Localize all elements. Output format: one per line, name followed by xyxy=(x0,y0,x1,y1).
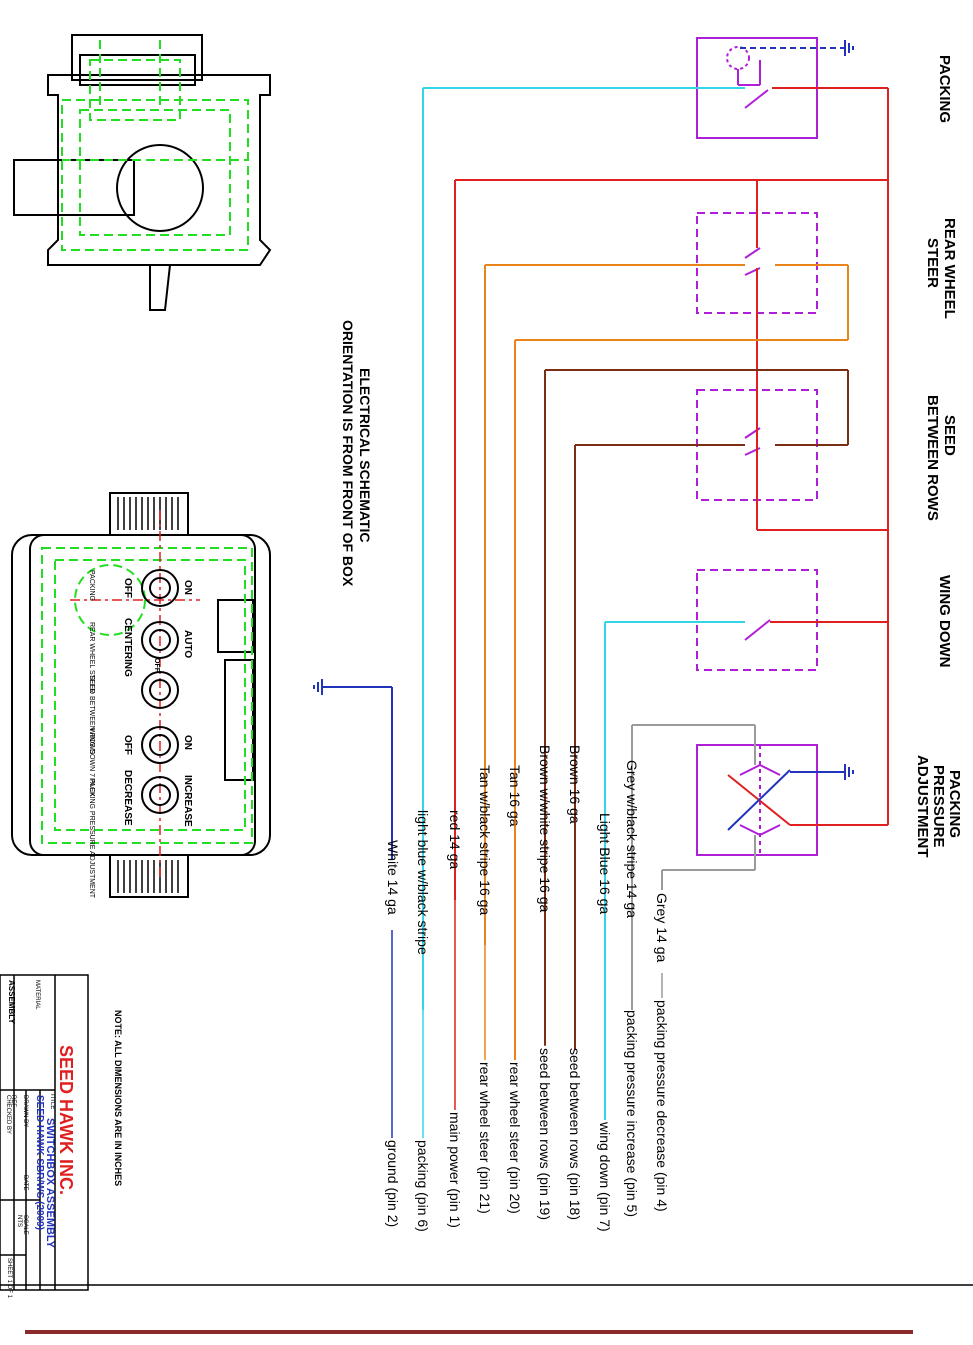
face-bottom-4: PACKING PRESSURE ADJUSTMENT xyxy=(88,778,95,899)
wire-label-6: Tan w/black stripe 16 ga xyxy=(477,765,493,915)
wire-label-8: light blue w/black stripe xyxy=(415,810,431,955)
face-bottom-3: WING DOWN 7 PLEX xyxy=(88,728,95,797)
ref-label: REF xyxy=(10,1095,16,1107)
switch-pressure xyxy=(696,744,818,856)
toggle-packing xyxy=(141,569,179,607)
front-view xyxy=(11,492,271,898)
ground-symbol-left xyxy=(313,679,392,695)
wire-pin-8: packing (pin 6) xyxy=(415,1140,431,1232)
switch-wing-down xyxy=(696,569,818,671)
title-block-text: SEED HAWK INC. TITLE SWITCHBOX ASSEMBLY … xyxy=(5,980,76,1299)
assembly-label: ASSEMBLY xyxy=(7,980,16,1024)
wire-grey xyxy=(631,724,756,1010)
face-top-2: ON xyxy=(182,735,193,750)
wire-pin-7: main power (pin 1) xyxy=(447,1112,463,1228)
title-pressure-1: PACKING xyxy=(946,770,963,838)
label-lead-lines xyxy=(391,820,663,1138)
wire-pin-0: packing pressure decrease (pin 4) xyxy=(654,1000,670,1212)
face-mid-0: OFF xyxy=(122,578,133,598)
company-name: SEED HAWK INC. xyxy=(56,1045,76,1195)
front-view-labels: ON AUTO ON INCREASE OFF CENTERING OFF DE… xyxy=(122,578,193,827)
wire-label-2: Light Blue 16 ga xyxy=(597,813,613,914)
wire-pin-2: wing down (pin 7) xyxy=(597,1121,613,1232)
toggle-pressure xyxy=(141,776,179,814)
wire-pin-5: rear wheel steer (pin 20) xyxy=(507,1062,523,1214)
face-bottom-0: PACKING xyxy=(88,570,95,601)
scale-value: NTS xyxy=(16,1215,22,1227)
front-view-knurl-bottom xyxy=(117,860,179,893)
front-view-bottom-labels: PACKING REAR WHEEL STEER SEED BETWEEN RO… xyxy=(88,570,95,899)
wire-labels: Grey 14 ga packing pressure decrease (pi… xyxy=(385,745,670,1232)
schematic-note-line-2: ORIENTATION IS FROM FRONT OF BOX xyxy=(340,320,356,587)
wire-pin-4: seed between rows (pin 19) xyxy=(537,1048,553,1220)
toggle-rear-wheel xyxy=(141,621,179,659)
toggle-seed xyxy=(141,671,179,709)
drawn-by: DRAWN BY xyxy=(22,1095,28,1127)
wire-pin-3: seed between rows (pin 18) xyxy=(567,1048,583,1220)
wire-label-0: Grey 14 ga xyxy=(654,893,670,962)
face-small-off: OFF xyxy=(153,658,160,673)
date-label: DATE xyxy=(22,1175,28,1191)
face-mid-2: OFF xyxy=(122,735,133,755)
face-mid-3: DECREASE xyxy=(122,770,133,826)
scale-label: SCALE xyxy=(22,1215,28,1235)
title-block xyxy=(0,974,89,1291)
wire-pin-6: rear wheel steer (pin 21) xyxy=(477,1062,493,1214)
front-view-green-overlay xyxy=(41,547,253,844)
wire-label-1: Grey w/black stripe 14 ga xyxy=(624,760,640,918)
drawing-title: SWITCHBOX ASSEMBLY xyxy=(44,1118,56,1249)
face-top-0: ON xyxy=(182,580,193,595)
title-seed-1: SEED xyxy=(941,415,958,456)
title-wing: WING DOWN xyxy=(936,575,953,667)
title-rear-wheel-1: REAR WHEEL xyxy=(941,218,958,319)
wire-label-4: Brown w/white stripe 16 ga xyxy=(537,745,553,913)
title-pressure-2: PRESSURE xyxy=(930,765,947,848)
switch-titles: PACKING REAR WHEEL STEER SEED BETWEEN RO… xyxy=(914,55,963,858)
side-view xyxy=(13,34,272,311)
front-view-knurl-top xyxy=(117,497,179,530)
title-seed-2: BETWEEN ROWS xyxy=(924,395,941,521)
side-view-green-overlay xyxy=(61,40,249,251)
schematic-note: ELECTRICAL SCHEMATIC ORIENTATION IS FROM… xyxy=(340,320,373,587)
checked-label: CHECKED BY xyxy=(5,1095,11,1134)
face-mid-1: CENTERING xyxy=(122,618,133,677)
pressure-cross-blue xyxy=(727,769,791,831)
front-view-toggles xyxy=(141,569,179,814)
wire-light-blue-packing xyxy=(422,87,745,1010)
wire-label-9: White 14 ga xyxy=(385,840,401,915)
wire-label-7: red 14 ga xyxy=(447,810,463,869)
title-packing: PACKING xyxy=(936,55,953,123)
title-label: TITLE xyxy=(49,1093,55,1109)
face-top-3: INCREASE xyxy=(182,775,193,827)
wire-pin-1: packing pressure increase (pin 5) xyxy=(624,1010,640,1217)
wire-red-power xyxy=(454,87,889,900)
wire-pin-9: ground (pin 2) xyxy=(385,1140,401,1227)
title-pressure-3: ADJUSTMENT xyxy=(914,755,931,858)
drawing-subtitle: SEED HAWK SBR/WS (2009) xyxy=(34,1095,45,1230)
material-label: MATERIAL xyxy=(34,980,40,1010)
wire-label-5: Tan 16 ga xyxy=(507,765,523,827)
face-bottom-1: REAR WHEEL STEER xyxy=(88,622,95,693)
footer-bar xyxy=(25,1330,913,1334)
wire-label-3: Brown 16 ga xyxy=(567,745,583,824)
schematic-note-line-1: ELECTRICAL SCHEMATIC xyxy=(357,368,373,542)
front-view-red-centerlines xyxy=(70,510,200,880)
face-bottom-2: SEED BETWEEN ROWS xyxy=(88,675,95,755)
toggle-wing xyxy=(141,726,179,764)
ground-symbol-packing xyxy=(740,40,854,56)
dimensions-note: NOTE: ALL DIMENSIONS ARE IN INCHES xyxy=(113,1010,123,1186)
title-rear-wheel-2: STEER xyxy=(924,238,941,288)
face-top-1: AUTO xyxy=(182,630,193,658)
ground-symbol-pressure xyxy=(790,764,854,780)
sheet-label: SHEET 1 OF 1 xyxy=(6,1258,12,1299)
